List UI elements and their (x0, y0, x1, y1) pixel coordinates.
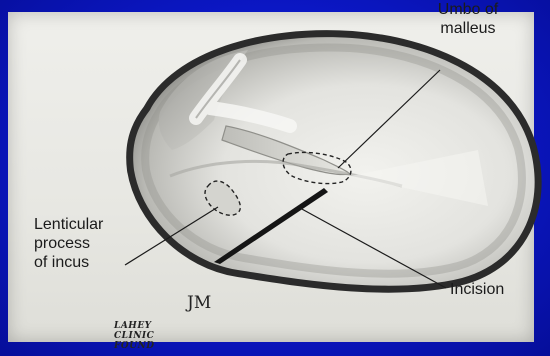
lahey-clinic-logo: LAHEY CLINIC FOUND (114, 321, 174, 351)
artist-signature: JM (187, 293, 211, 313)
umbo-of-malleus-label: Umbo of malleus (418, 0, 518, 38)
incision-label: Incision (450, 280, 504, 299)
lenticular-process-label: Lenticular process of incus (34, 215, 154, 272)
